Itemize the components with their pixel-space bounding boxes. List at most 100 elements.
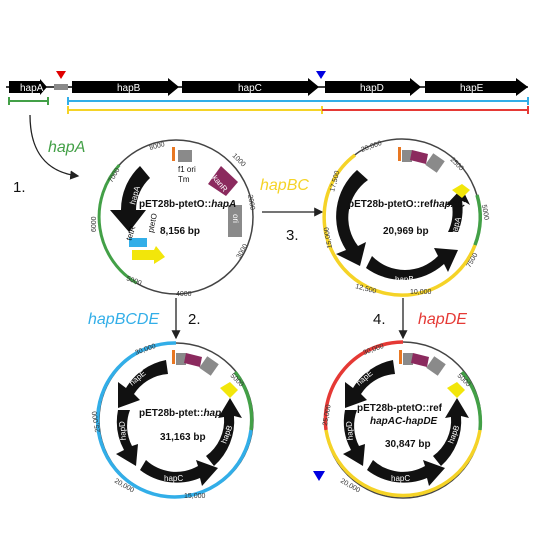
tick-label: 12,500 <box>354 283 377 295</box>
plasmid1-size: 8,156 bp <box>160 226 200 237</box>
hapE-gene-arrow <box>118 360 168 408</box>
ori-block <box>199 356 219 376</box>
step1-label: 1. <box>13 179 26 196</box>
promoter-marker <box>172 147 175 161</box>
tick-label: 20,000 <box>360 140 383 154</box>
hapC-label: hapC <box>164 474 183 483</box>
step4-label: 4. <box>373 311 386 328</box>
tick-label: 5000 <box>125 275 142 287</box>
ori-block <box>228 205 242 237</box>
tick-label: 5000 <box>480 204 490 221</box>
operon-map: hapA hapB hapC hapD hapE <box>6 71 528 96</box>
arrow-label-hapDE: hapDE <box>418 311 467 328</box>
hapD-gene-arrow <box>343 410 365 466</box>
gene-hapE-label: hapE <box>460 83 484 94</box>
restriction-marker-blue <box>316 71 326 79</box>
plasmid1-name: pET28b-ptetO::hapA <box>139 199 236 210</box>
hapA-gene-arrow <box>110 166 150 232</box>
f1ori-block <box>178 150 192 162</box>
tick-label: 3000 <box>236 243 250 260</box>
gene-hapC-arrow <box>182 78 319 96</box>
hapA-insert-ring <box>233 370 254 431</box>
arrow-label-hapBC: hapBC <box>260 177 309 194</box>
gene-hapD-arrow <box>325 78 421 96</box>
hapD-label: hapD <box>344 421 355 441</box>
hapC-gene-arrow <box>367 460 445 486</box>
step2-label: 2. <box>188 311 201 328</box>
hapC-label: hapC <box>353 190 365 211</box>
hapC-gene-arrow <box>140 460 218 486</box>
kanR-gene-arrow <box>411 353 429 367</box>
plasmid4-name-insert: hapAC-hapDE <box>370 416 438 427</box>
arrow-label-hapA: hapA <box>48 139 85 156</box>
tick-label: 6000 <box>91 216 98 232</box>
gene-hapC-label: hapC <box>238 83 262 94</box>
hapBC-insert-ring <box>322 153 477 297</box>
hapA-insert-ring <box>97 163 138 285</box>
fragment-hapBCDE-line <box>67 97 529 105</box>
plasmid2-name: pET28b-ptetO::refhapAC <box>348 199 466 210</box>
gene-hapB-arrow <box>72 78 179 96</box>
hapC-gene-arrow <box>336 170 368 266</box>
hapB-label: hapB <box>395 275 414 284</box>
step3-label: 3. <box>286 227 299 244</box>
hapE-gene-arrow <box>345 360 395 408</box>
tetR-box <box>129 238 147 247</box>
plasmid-pET28b-ptetO-refhapAC: hapC hapB hapA 2500 5000 7500 10,000 12,… <box>322 138 490 297</box>
fragment-hapDE-line <box>322 106 529 114</box>
kanR-gene-arrow <box>410 150 428 164</box>
hapA-gene-arrow <box>446 188 470 232</box>
promoter-marker <box>399 350 402 364</box>
fragment-hapA-line <box>8 97 49 105</box>
tm-label: Tm <box>178 175 190 184</box>
tick-label: 30,000 <box>362 343 385 357</box>
plasmid4-name: pET28b-ptetO::ref <box>357 403 443 414</box>
plasmid3-size: 31,163 bp <box>160 432 206 443</box>
arrow-label-hapBCDE: hapBCDE <box>88 311 159 328</box>
backbone-block <box>402 150 412 162</box>
gene-hapB-label: hapB <box>117 83 141 94</box>
hapBCDE-insert-ring <box>95 341 253 499</box>
hapDE-insert-ring <box>323 340 404 431</box>
gene-hapA-label: hapA <box>20 83 44 94</box>
plasmid4-size: 30,847 bp <box>385 439 431 450</box>
tick-label: 4000 <box>176 291 192 298</box>
tick-label: 7500 <box>466 252 480 269</box>
promoter-marker <box>172 350 175 364</box>
hapBC-insert-ring <box>324 429 482 498</box>
ptetO-gene-arrow <box>132 246 165 264</box>
tick-label: 7000 <box>108 167 122 184</box>
ptetO-marker <box>452 184 470 198</box>
f1ori-label: f1 ori <box>178 165 196 174</box>
restriction-marker-blue <box>313 471 325 481</box>
gene-hapD-label: hapD <box>360 83 384 94</box>
tick-label: 8000 <box>149 141 166 152</box>
plasmid-pET28b-ptetO-hapA: hapA tetR ptetO f1 ori Tm kanR ori 1000 … <box>91 139 256 298</box>
hapB-gene-arrow <box>433 398 469 466</box>
tick-label: 30,000 <box>134 343 157 357</box>
hapD-label: hapD <box>117 421 128 441</box>
ptetO-label: ptetO <box>146 212 159 233</box>
ori-label: ori <box>231 214 240 223</box>
ptetO-marker <box>447 382 465 398</box>
kanR-gene-arrow <box>208 166 238 196</box>
tetR-label: tetR <box>124 225 137 242</box>
fragment-lines <box>8 97 529 114</box>
hapA-insert-ring <box>460 370 483 431</box>
tick-label: 15,000 <box>184 493 206 500</box>
kanR-gene-arrow <box>184 353 202 367</box>
backbone-block <box>176 353 186 365</box>
plasmid-pET28b-ptetO-refhapAC-hapDE: hapE hapD hapC hapB 5000 20,000 25,000 3… <box>313 340 483 499</box>
tick-label: 2000 <box>246 194 256 211</box>
ptetO-marker <box>220 382 238 398</box>
spacer-segment <box>54 84 68 90</box>
process-arrows: 1. hapA 3. hapBC 2. hapBCDE 4. hapDE <box>13 114 467 340</box>
tick-label: 2500 <box>449 156 465 172</box>
hapA-label: hapA <box>449 215 463 236</box>
tick-label: 15,000 <box>323 226 334 248</box>
ori-block <box>426 356 446 376</box>
hapB-gene-arrow <box>366 248 458 280</box>
step1-arrow <box>29 114 80 180</box>
tick-label: 25,000 <box>322 404 333 426</box>
